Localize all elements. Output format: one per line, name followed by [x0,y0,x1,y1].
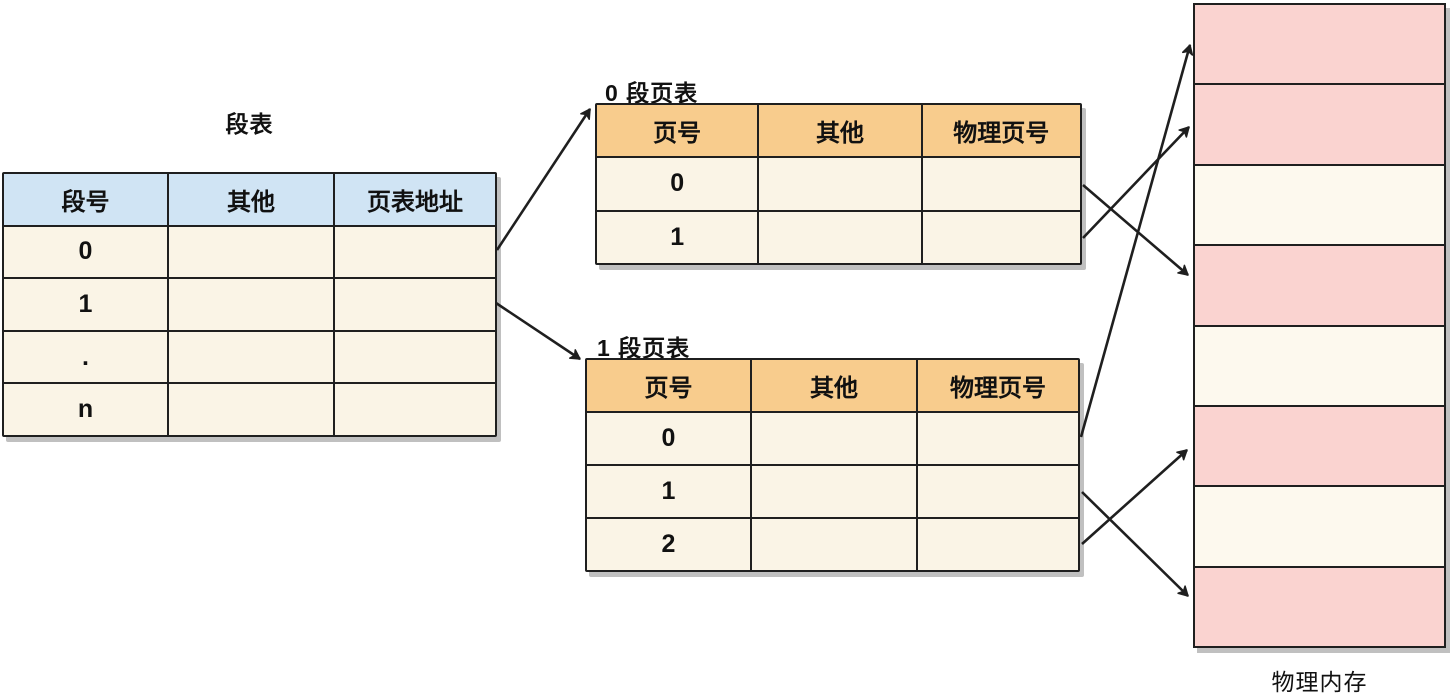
empty-cell [332,331,495,383]
segment-number-cell: n [77,395,94,424]
page-table-0: 页号 其他 物理页号 0 1 [595,103,1082,265]
empty-cell [167,226,333,278]
arrow-segment-row-0-to-page-table-0 [495,108,592,251]
arrow-page-table-1-row-0-to-memory-cell-0 [1079,44,1194,438]
table-row: 1 [597,209,1080,263]
page-number-cell: 2 [661,530,676,558]
segment-table: 段号 其他 页表地址 0 1 . n [2,172,497,437]
empty-cell [920,211,1080,263]
empty-cell [757,211,920,263]
empty-cell [915,466,1078,517]
arrow-page-table-0-row-1-to-memory-cell-1 [1082,126,1190,239]
empty-cell [915,413,1078,464]
memory-cell-3-allocated [1195,244,1444,325]
page-table-header-cell: 物理页号 [920,105,1080,157]
empty-cell [915,519,1078,570]
empty-cell [167,279,333,330]
segment-number-cell: 1 [78,289,93,318]
table-row: n [4,382,495,435]
page-table-header-cell: 页号 [653,120,702,148]
empty-cell [757,158,920,210]
segment-table-header-cell: 段号 [61,188,110,216]
arrow-page-table-0-row-0-to-memory-cell-3 [1082,184,1189,276]
page-number-cell: 1 [661,477,676,505]
memory-cell-7-allocated [1195,565,1444,646]
page-number-cell: 1 [670,222,685,251]
empty-cell [332,226,495,278]
page-table-header-cell: 物理页号 [915,360,1078,411]
table-row: 1 [587,464,1078,517]
page-number-cell: 0 [661,424,676,452]
empty-cell [332,279,495,330]
page-table-header-cell: 页号 [644,375,693,402]
empty-cell [167,331,333,383]
table-row: 0 [597,156,1080,210]
page-table-header-cell: 其他 [750,360,916,411]
table-row: 0 [4,224,495,278]
page-table-1-title: 1 段页表 [597,335,691,361]
empty-cell [750,519,916,570]
memory-cell-2-free [1195,163,1444,245]
page-table-1-header: 页号 其他 物理页号 [587,360,1078,411]
arrow-page-table-1-row-1-to-memory-cell-7 [1081,491,1189,597]
page-number-cell: 0 [670,169,685,198]
empty-cell [167,384,333,435]
page-table-header-cell: 其他 [757,105,920,157]
table-row: 2 [587,517,1078,570]
empty-cell [920,158,1080,210]
empty-cell [750,466,916,517]
memory-cell-1-allocated [1195,83,1444,164]
arrow-page-table-1-row-2-to-memory-cell-5 [1081,449,1188,545]
page-table-0-title: 0 段页表 [605,80,699,106]
table-row: 0 [587,411,1078,464]
empty-cell [750,413,916,464]
table-row: . [4,329,495,383]
segment-table-header-cell: 页表地址 [332,174,495,225]
physical-memory-column [1193,3,1446,648]
page-table-1: 页号 其他 物理页号 0 1 2 [585,358,1080,572]
memory-cell-4-free [1195,324,1444,405]
page-table-0-header: 页号 其他 物理页号 [597,105,1080,157]
segment-table-header: 段号 其他 页表地址 [4,174,495,225]
segment-table-title: 段表 [225,111,274,137]
arrow-segment-row-1-to-page-table-1 [495,301,581,361]
empty-cell [332,384,495,435]
segment-number-cell: . [82,342,89,371]
segment-table-header-cell: 其他 [167,174,333,225]
segment-number-cell: 0 [78,237,93,266]
table-row: 1 [4,277,495,330]
memory-cell-0-allocated [1195,5,1444,84]
memory-cell-6-free [1195,485,1444,566]
physical-memory-label: 物理内存 [1271,669,1368,695]
memory-cell-5-allocated [1195,404,1444,486]
